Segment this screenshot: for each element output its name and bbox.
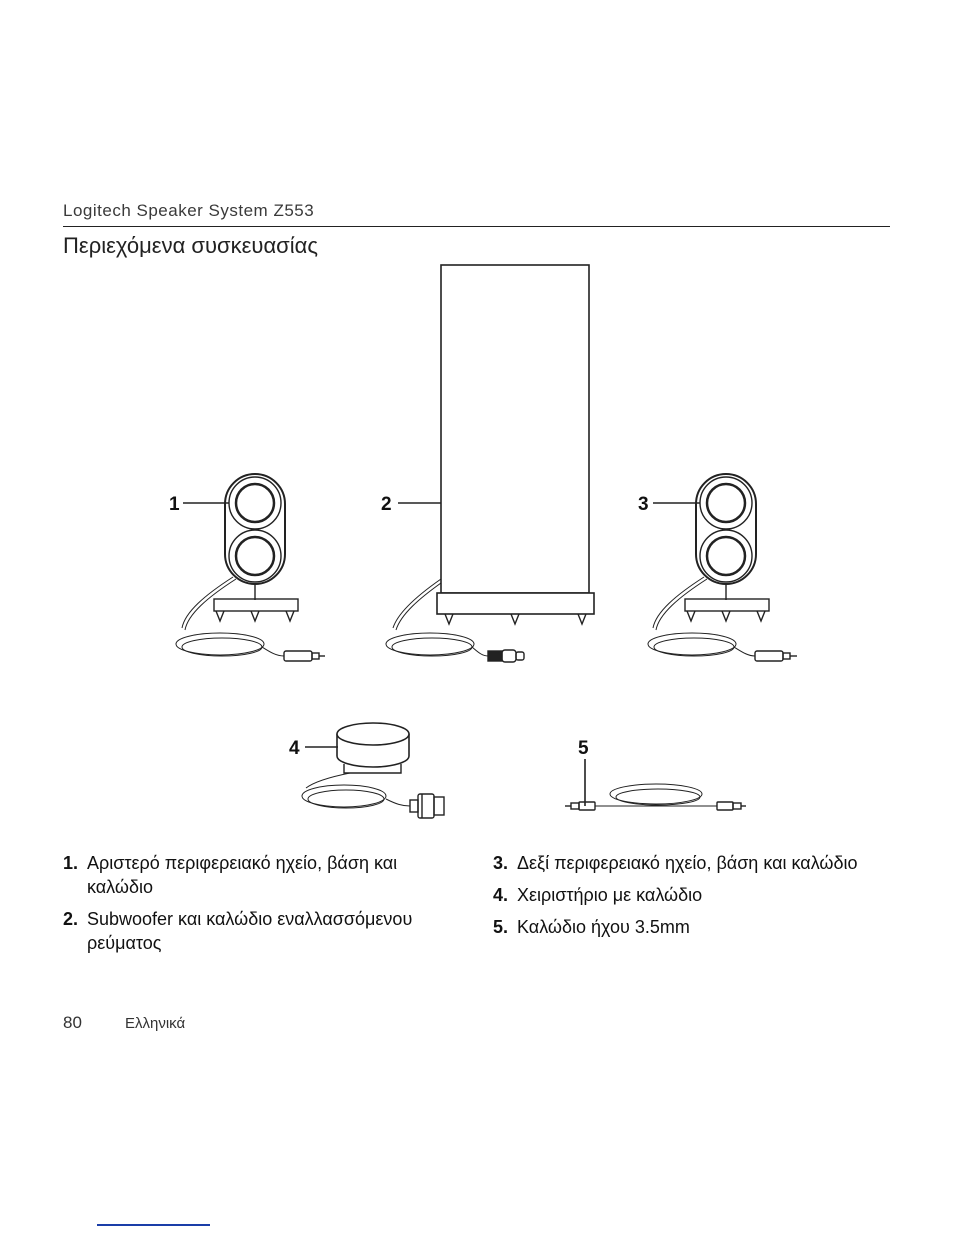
page-number: 80 [63,1013,82,1032]
list-item: 1. Αριστερό περιφερειακό ηχείο, βάση και… [63,851,463,899]
item-text: Καλώδιο ήχου 3.5mm [517,917,690,937]
item-number: 1. [63,853,79,873]
contents-list-left: 1. Αριστερό περιφερειακό ηχείο, βάση και… [63,851,463,963]
list-item: 5. Καλώδιο ήχου 3.5mm [493,915,893,939]
section-title: Περιεχόμενα συσκευασίας [63,233,318,258]
item-number: 5. [493,917,509,937]
item-number: 3. [493,853,509,873]
product-title: Logitech Speaker System Z553 [63,201,315,220]
item-number: 4. [493,885,509,905]
list-item: 3. Δεξί περιφερειακό ηχείο, βάση και καλ… [493,851,893,875]
item-text: Δεξί περιφερειακό ηχείο, βάση και καλώδι… [517,853,858,873]
contents-list-right: 3. Δεξί περιφερειακό ηχείο, βάση και καλ… [493,851,893,947]
callout-3: 3 [638,494,649,515]
item-text: Χειριστήριο με καλώδιο [517,885,703,905]
left-speaker-illustration [175,473,325,662]
footer-accent-line [97,1224,210,1226]
callout-4: 4 [289,738,300,759]
header-divider [63,226,890,227]
list-item: 2. Subwoofer και καλώδιο εναλλασσόμενου … [63,907,463,955]
list-item: 4. Χειριστήριο με καλώδιο [493,883,893,907]
right-speaker-illustration [647,473,797,662]
item-text: Subwoofer και καλώδιο εναλλασσόμενου ρεύ… [87,909,413,953]
item-number: 2. [63,909,79,929]
control-pod-illustration [301,722,445,819]
item-text: Αριστερό περιφερειακό ηχείο, βάση και κα… [87,853,398,897]
callout-1: 1 [169,494,180,515]
callout-5: 5 [578,738,589,759]
subwoofer-illustration [385,264,595,663]
language-label: Ελληνικά [125,1015,186,1032]
audio-cable-illustration [565,783,746,811]
callout-2: 2 [381,494,392,515]
callout-leaders [183,502,700,806]
